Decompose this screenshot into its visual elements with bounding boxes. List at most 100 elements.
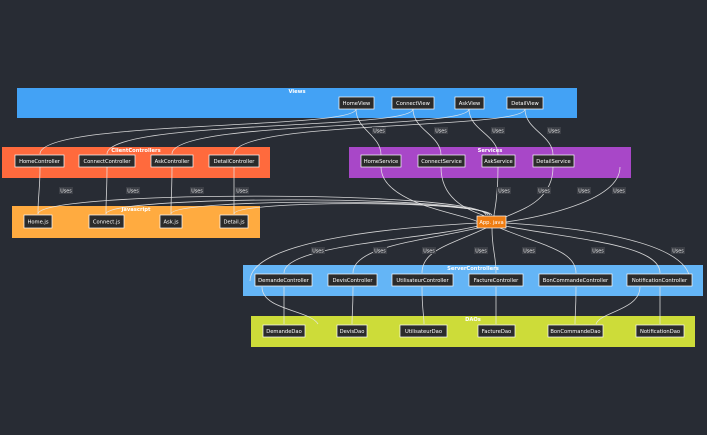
node-ask-controller[interactable]: AskController	[150, 154, 194, 168]
edge-label-uses: Uses	[373, 247, 387, 254]
node-home-controller[interactable]: HomeController	[14, 154, 65, 168]
edge-label-uses: Uses	[372, 127, 386, 134]
node-connect-service-label: ConnectService	[421, 159, 462, 165]
group-views: Views	[17, 88, 577, 118]
node-utilisateur-dao-label: UtilisateurDao	[405, 329, 442, 335]
edge-notificationcontroller-app	[505, 222, 691, 282]
group-javascript-title: Javascript	[120, 207, 151, 213]
edge-boncommandecontroller-boncommandedao	[574, 286, 577, 325]
group-daos-title: DAOs	[465, 317, 481, 323]
node-connect-service[interactable]: ConnectService	[417, 154, 466, 168]
edge-label-text: Uses	[538, 188, 550, 194]
node-devis-dao-label: DevisDao	[340, 329, 365, 335]
node-facture-controller[interactable]: FactureController	[468, 273, 524, 287]
node-utilisateur-controller[interactable]: UtilisateurController	[391, 273, 454, 287]
edge-labels: Uses Uses Uses Uses Uses Uses Uses Uses …	[59, 127, 685, 254]
edge-daos-cross-1	[261, 286, 319, 325]
edge-label-text: Uses	[435, 128, 447, 134]
edge-label-uses: Uses	[537, 187, 551, 194]
group-services-title: Services	[478, 148, 503, 154]
node-ask-js-label: Ask.js	[163, 219, 178, 225]
node-home-service-label: HomeService	[364, 159, 399, 165]
edge-label-uses: Uses	[491, 127, 505, 134]
edge-detailview-detailservice	[524, 108, 554, 156]
node-home-controller-label: HomeController	[19, 159, 61, 165]
edge-label-text: Uses	[475, 248, 487, 254]
node-app-java[interactable]: App. java	[476, 215, 507, 229]
node-ask-js[interactable]: Ask.js	[159, 214, 183, 229]
edge-connectview-connectcontroller	[106, 108, 414, 155]
node-demande-dao-label: DemandeDao	[266, 329, 302, 335]
node-detail-js-label: Detail.js	[223, 219, 244, 225]
node-detail-service[interactable]: DetailService	[532, 154, 575, 168]
node-ask-view[interactable]: AskView	[454, 96, 485, 110]
edge-label-uses: Uses	[612, 187, 626, 194]
edge-label-text: Uses	[492, 128, 504, 134]
group-daos: DAOs	[251, 316, 695, 347]
edge-askcontroller-askjs	[170, 166, 173, 215]
group-views-title: Views	[288, 89, 305, 95]
node-connect-js-label: Connect.js	[93, 219, 121, 225]
node-notification-controller[interactable]: NotificationController	[626, 273, 693, 287]
node-home-view-label: HomeView	[343, 101, 371, 107]
node-home-js[interactable]: Home.js	[23, 214, 53, 229]
node-notification-dao[interactable]: NotificationDao	[635, 324, 685, 338]
node-connect-controller[interactable]: ConnectController	[78, 154, 136, 168]
edge-label-uses: Uses	[591, 247, 605, 254]
node-ask-service[interactable]: AskService	[481, 154, 516, 168]
node-bon-commande-controller[interactable]: BonCommandeController	[538, 273, 613, 287]
node-connect-view[interactable]: ConnectView	[391, 96, 435, 110]
edge-detailservice-app	[503, 166, 554, 219]
node-demande-controller[interactable]: DemandeController	[254, 273, 313, 287]
node-ask-service-label: AskService	[484, 159, 512, 165]
node-bon-commande-controller-label: BonCommandeController	[543, 278, 609, 284]
edge-app-deviscontroller	[352, 226, 483, 274]
node-facture-controller-label: FactureController	[474, 278, 519, 284]
node-bon-commande-dao-label: BonCommandeDao	[550, 329, 600, 335]
group-client-controllers-title: ClientControllers	[111, 148, 160, 154]
node-connect-js[interactable]: Connect.js	[88, 214, 125, 229]
edge-demandecontroller-app	[249, 222, 479, 282]
node-detail-view[interactable]: DetailView	[506, 96, 544, 110]
edge-app-utilisateurcontroller	[421, 227, 487, 274]
edge-label-text: Uses	[578, 188, 590, 194]
edge-detailjs-app	[233, 203, 493, 216]
group-javascript: Javascript	[12, 206, 260, 238]
edge-app-demandecontroller	[283, 225, 479, 274]
node-detail-controller-label: DetailController	[214, 159, 256, 165]
edge-homecontroller-homejs	[37, 166, 41, 215]
node-facture-dao[interactable]: FactureDao	[477, 324, 516, 338]
edge-app-boncommandecontroller	[499, 227, 577, 274]
edge-label-uses: Uses	[190, 187, 204, 194]
edge-askservice-app	[493, 166, 499, 217]
node-notification-dao-label: NotificationDao	[640, 329, 680, 335]
edge-label-text: Uses	[236, 188, 248, 194]
node-facture-dao-label: FactureDao	[482, 329, 511, 335]
node-utilisateur-dao[interactable]: UtilisateurDao	[399, 324, 448, 338]
edge-connectcontroller-connectjs	[105, 166, 108, 215]
node-bon-commande-dao[interactable]: BonCommandeDao	[547, 324, 604, 338]
edge-label-text: Uses	[523, 248, 535, 254]
node-connect-controller-label: ConnectController	[84, 159, 132, 165]
edge-homeservice-app	[380, 166, 479, 223]
edge-askview-askservice	[468, 108, 499, 156]
node-demande-dao[interactable]: DemandeDao	[262, 324, 306, 338]
edge-label-uses: Uses	[434, 127, 448, 134]
node-detail-controller[interactable]: DetailController	[208, 154, 260, 168]
node-devis-controller-label: DevisController	[333, 278, 374, 284]
node-demande-controller-label: DemandeController	[258, 278, 310, 284]
edge-daos-cross-2	[595, 286, 641, 325]
node-home-view[interactable]: HomeView	[338, 96, 375, 110]
node-devis-dao[interactable]: DevisDao	[336, 324, 368, 338]
node-home-service[interactable]: HomeService	[360, 154, 402, 168]
edge-askview-askcontroller	[171, 108, 470, 155]
edge-label-text: Uses	[312, 248, 324, 254]
edge-label-text: Uses	[373, 128, 385, 134]
edge-label-text: Uses	[191, 188, 203, 194]
node-notification-controller-label: NotificationController	[632, 278, 688, 284]
node-detail-js[interactable]: Detail.js	[219, 214, 249, 229]
node-devis-controller[interactable]: DevisController	[327, 273, 378, 287]
edge-label-text: Uses	[672, 248, 684, 254]
edge-label-uses: Uses	[126, 187, 140, 194]
